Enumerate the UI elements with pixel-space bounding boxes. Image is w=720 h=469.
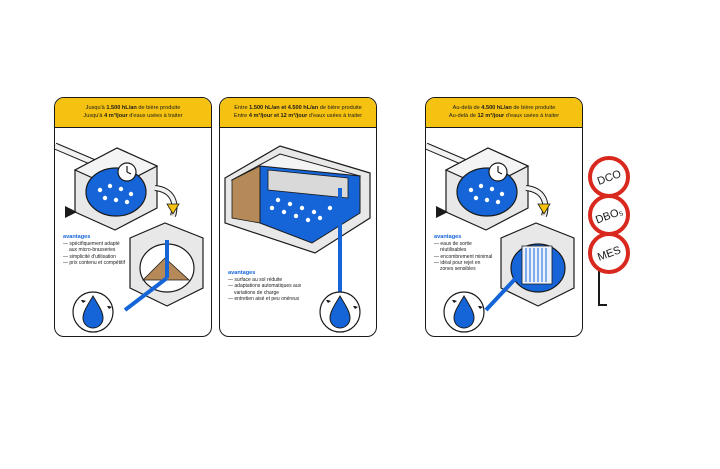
treatment-illustration	[224, 145, 371, 333]
card-header: Jusqu'à 1.500 hL/an de bière produite Ju…	[55, 98, 211, 128]
header-text: Jusqu'à	[83, 112, 105, 119]
advantage-item: entretien aisé et peu onéreux	[228, 296, 320, 302]
sign-dbo5: DBO₅	[588, 194, 630, 236]
advantage-item: spécifiquement adapté aux micro-brasseri…	[63, 241, 125, 253]
treatment-illustration	[55, 142, 204, 333]
advantages-title: avantages	[434, 234, 462, 240]
card-large-brewery: Au-delà de 4.500 hL/an de bière produite…	[425, 97, 583, 337]
header-text: d'eaux usées à traiter	[504, 112, 560, 119]
header-bold: 4 m³/jour et 12 m³/jour	[248, 112, 308, 119]
water-drop-icon	[72, 291, 114, 333]
card-header: Au-delà de 4.500 hL/an de bière produite…	[426, 98, 582, 128]
advantage-item: eaux de sortie réutilisables	[434, 241, 494, 253]
card-micro-brewery: Jusqu'à 1.500 hL/an de bière produite Ju…	[54, 97, 212, 337]
header-bold: 1.500 hL/an et 4.500 hL/an	[249, 105, 319, 111]
water-drop-icon	[443, 291, 485, 333]
sign-mes: MES	[588, 232, 630, 274]
advantage-item: simplicité d'utilisation	[63, 254, 125, 260]
advantage-item: prix contenu et compétitif	[63, 260, 125, 266]
header-bold: 4.500 hL/an	[481, 105, 512, 111]
advantage-item: idéal pour rejet en zones sensibles	[434, 260, 494, 272]
treatment-illustration	[426, 142, 575, 333]
header-bold: 4 m³/jour	[104, 112, 128, 119]
header-text: Jusqu'à	[85, 105, 107, 111]
header-bold: 12 m³/jour	[477, 112, 505, 119]
advantages-title: avantages	[228, 270, 256, 276]
pollutant-signs: DCO DBO₅ MES	[588, 156, 630, 306]
header-text: de bière produite	[136, 105, 181, 111]
water-drop-icon	[319, 291, 361, 333]
header-text: Entre	[234, 105, 250, 111]
clock-icon	[488, 162, 508, 182]
header-text: Au-delà de	[448, 112, 478, 119]
header-bold: 1.500 hL/an	[106, 105, 137, 111]
advantage-item: surface au sol réduite	[228, 277, 320, 283]
advantages-block: avantages spécifiquement adapté aux micr…	[63, 234, 125, 266]
advantages-block: avantages surface au sol réduite adaptat…	[228, 270, 320, 302]
header-text: de bière produite	[511, 105, 556, 111]
advantages-block: avantages eaux de sortie réutilisables e…	[434, 234, 494, 272]
header-text: Entre	[233, 112, 249, 119]
advantage-item: encombrement minimal	[434, 254, 494, 260]
clock-icon	[117, 162, 137, 182]
header-text: Au-delà de	[452, 105, 482, 111]
card-header: Entre 1.500 hL/an et 4.500 hL/an de bièr…	[220, 98, 376, 128]
header-text: d'eaux usées à traiter	[307, 112, 363, 119]
sign-post	[598, 265, 607, 306]
header-text: de bière produite	[318, 105, 362, 111]
header-text: d'eaux usées à traiter	[127, 112, 183, 119]
card-medium-brewery: Entre 1.500 hL/an et 4.500 hL/an de bièr…	[219, 97, 377, 337]
advantages-title: avantages	[63, 234, 91, 240]
advantage-item: adaptations automatiques aux variations …	[228, 283, 320, 295]
sign-dco: DCO	[588, 156, 630, 198]
